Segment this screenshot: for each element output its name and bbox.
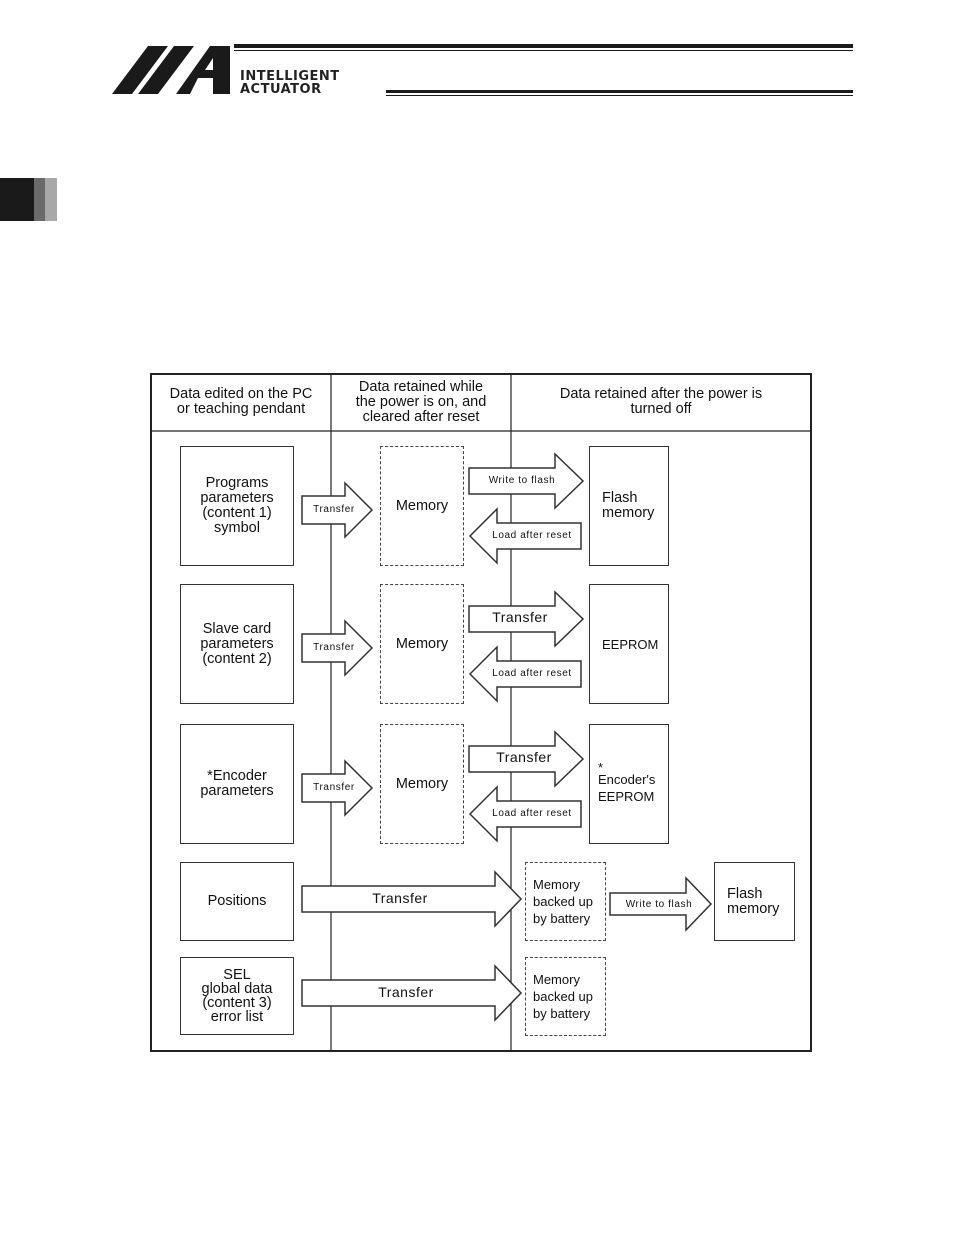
- write-label-flash: Write to flash: [488, 475, 556, 486]
- transfer-label-eeprom: Transfer: [492, 609, 548, 625]
- load-label-encoder: Load after reset: [492, 808, 572, 819]
- transfer-arrow-positions: [301, 870, 523, 928]
- memory-box-encoder: Memory: [380, 724, 464, 844]
- transfer-label-encoder: Transfer: [313, 782, 355, 793]
- logo-line1: INTELLIGENT: [240, 69, 340, 84]
- memory-box-programs: Memory: [380, 446, 464, 566]
- header-rule-bottom: [386, 90, 853, 93]
- transfer-label-slave: Transfer: [313, 642, 355, 653]
- load-label-flash: Load after reset: [492, 530, 572, 541]
- source-box-positions: Positions: [180, 862, 294, 941]
- header-rule-bottom-thin: [386, 95, 853, 96]
- header-rule-top-thin: [234, 50, 853, 51]
- ia-logo-icon: [112, 46, 230, 94]
- write-label-positions-flash: Write to flash: [625, 899, 693, 910]
- load-arrow-encoder: [468, 785, 582, 843]
- memory-box-slave: Memory: [380, 584, 464, 704]
- logo-line2: ACTUATOR: [240, 82, 322, 97]
- transfer-label-sel: Transfer: [378, 984, 434, 1000]
- transfer-arrow-encoder: [301, 759, 374, 817]
- header-rule-top: [234, 44, 853, 48]
- arrows-layer: [301, 452, 713, 1022]
- transfer-arrow-slave: [301, 619, 374, 677]
- transfer-arrow-eeprom: [468, 590, 585, 648]
- load-arrow-flash: [468, 507, 582, 565]
- storage-box-eeprom: EEPROM: [589, 584, 669, 704]
- transfer-label-programs: Transfer: [313, 504, 355, 515]
- load-arrow-eeprom: [468, 645, 582, 703]
- transfer-label-positions: Transfer: [372, 890, 428, 906]
- chapter-tab: [0, 178, 57, 221]
- transfer-arrow-encoder-eeprom: [468, 730, 585, 788]
- write-arrow-flash: [468, 452, 585, 510]
- load-label-eeprom: Load after reset: [492, 668, 572, 679]
- transfer-label-encoder-eeprom: Transfer: [496, 749, 552, 765]
- write-arrow-positions-flash: [609, 876, 713, 932]
- transfer-arrow-programs: [301, 481, 374, 539]
- transfer-arrow-sel: [301, 964, 523, 1022]
